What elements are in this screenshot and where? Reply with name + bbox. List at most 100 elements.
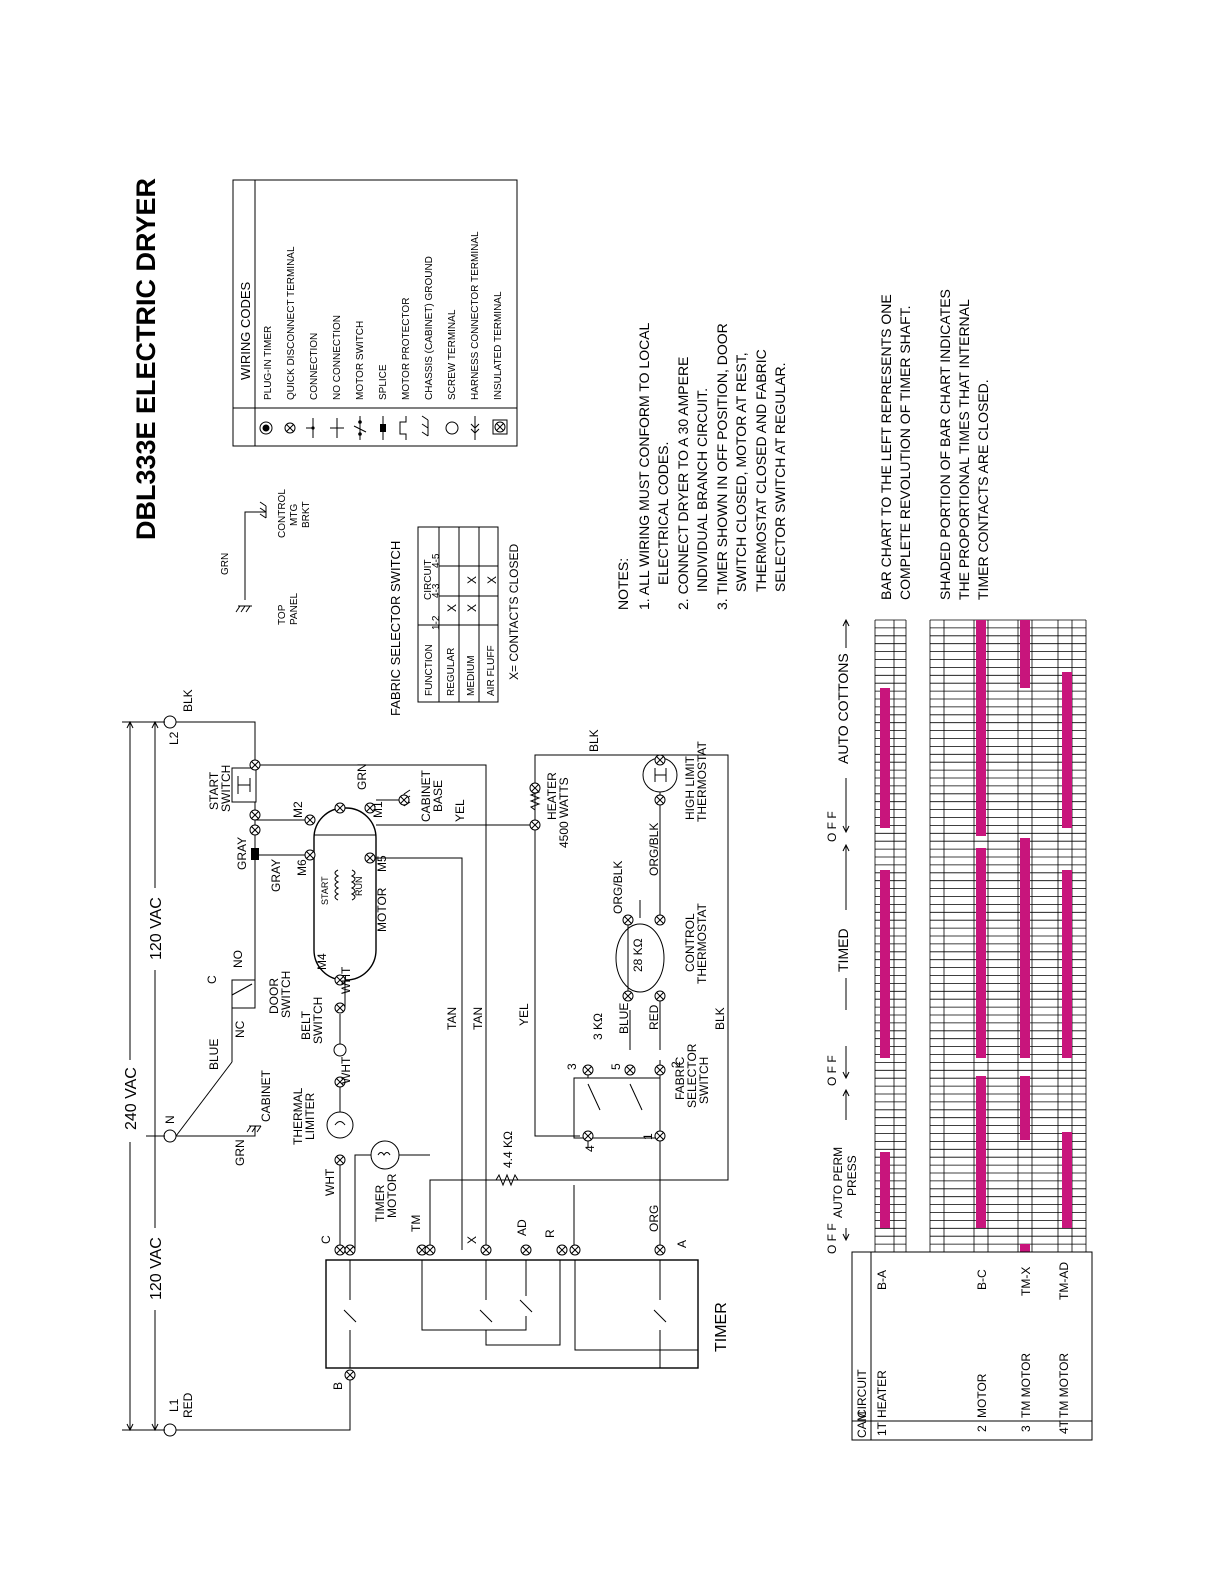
bar-row-4-circuit: MOTOR <box>975 1373 989 1418</box>
note-line-1: 1. ALL WIRING MUST CONFORM TO LOCAL <box>636 322 652 610</box>
quick-disconnect-terminal <box>520 1244 532 1256</box>
fabric-table-title: FABRIC SELECTOR SWITCH <box>388 541 403 716</box>
timer-contact-closed-bar <box>1020 620 1030 688</box>
wire-org-blk-2: ORG/BLK <box>611 861 625 914</box>
bar-note-line-1: BAR CHART TO THE LEFT REPRESENTS ONE <box>878 294 894 600</box>
fabric-selector-table: FABRIC SELECTOR SWITCH FUNCTION CIRCUIT … <box>388 526 521 716</box>
motor-label: MOTOR <box>375 887 389 932</box>
fabric-switch-label-1: FABRIC <box>673 1056 687 1100</box>
bar-header-cam: CAM <box>855 1411 869 1438</box>
resistor-44k-label: 4.4 KΩ <box>501 1131 515 1168</box>
wire-wht-timer: WHT <box>323 1168 337 1196</box>
fabric-terminal-2: 2 <box>669 1061 683 1068</box>
no-connection-icon <box>330 418 344 438</box>
bar-row-5-contacts: TM-X <box>1019 1267 1033 1296</box>
timer-contact-closed-bar <box>880 870 890 1058</box>
wire-blue-fabric: BLUE <box>617 1003 631 1034</box>
timer-motor <box>370 1140 400 1170</box>
legend-label-splice: SPLICE <box>378 364 389 400</box>
voltage-120-left: 120 VAC <box>148 1237 165 1300</box>
fabric-col-1-2: 1-2 <box>431 615 442 630</box>
thermal-limiter-label-1: THERMAL <box>291 1087 305 1145</box>
quick-disconnect-terminal <box>334 1002 346 1014</box>
fabric-selector-switch <box>573 1077 661 1139</box>
quick-disconnect-terminal <box>249 824 261 836</box>
notes-block: NOTES: 1. ALL WIRING MUST CONFORM TO LOC… <box>615 322 788 610</box>
legend-label-screw-terminal: SCREW TERMINAL <box>447 309 458 400</box>
wiring-codes-legend: WIRING CODES PLUG-IN TIMER QUICK DISCONN… <box>232 179 518 447</box>
bar-note-line-4: THE PROPORTIONAL TIMES THAT INTERNAL <box>956 299 972 600</box>
fabric-terminal-4: 4 <box>583 1145 597 1152</box>
quick-disconnect-terminal <box>249 809 261 821</box>
wire-tan-2: TAN <box>471 1007 485 1030</box>
quick-disconnect-terminal <box>654 754 666 766</box>
quick-disconnect-terminal <box>344 1244 356 1256</box>
cabinet-ground-icon <box>246 1125 262 1133</box>
terminal-b: B <box>331 1382 345 1390</box>
bar-chart-bars <box>880 620 1072 1252</box>
bar-row-1-contacts: B-A <box>875 1270 889 1290</box>
bar-header-circuit: CIRCUIT <box>855 1369 869 1418</box>
start-switch-label-1: START <box>207 771 221 810</box>
terminal-m6: M6 <box>295 859 309 876</box>
quick-disconnect-terminal <box>364 852 376 864</box>
wiring-codes-heading: WIRING CODES <box>238 281 253 380</box>
wire-blue-supply: BLUE <box>207 1039 221 1070</box>
bar-row-6-cam: 4T <box>1057 1419 1071 1434</box>
note-line-3: 2. CONNECT DRYER TO A 30 AMPERE <box>675 357 691 610</box>
wire-wht-belt: WHT <box>339 1056 353 1084</box>
bar-header-auto-perm-1: AUTO PERM <box>831 1147 845 1218</box>
harness-connector-icon <box>470 416 480 440</box>
start-switch-label-2: SWITCH <box>219 765 233 812</box>
bracket-label-2: MTG <box>289 504 300 526</box>
quick-disconnect-terminal <box>624 1064 636 1076</box>
fabric-cell-reg-1: X <box>445 604 459 612</box>
terminal-m5: M5 <box>375 855 389 872</box>
top-panel-label-2: PANEL <box>289 593 300 625</box>
quick-disconnect-terminal <box>529 819 541 831</box>
plug-in-timer-icon <box>259 421 273 435</box>
terminal-m4: M4 <box>315 953 329 970</box>
bar-note-line-3: SHADED PORTION OF BAR CHART INDICATES <box>937 289 953 600</box>
cabinet-label: CABINET <box>259 1069 273 1122</box>
quick-disconnect-terminal <box>334 1154 346 1166</box>
legend-label-plug-in-timer: PLUG-IN TIMER <box>263 326 274 400</box>
timer-contact-closed-bar <box>1020 1076 1030 1140</box>
bracket-label-1: CONTROL <box>277 489 288 538</box>
door-c: C <box>205 975 219 984</box>
wire-tan-1: TAN <box>445 1007 459 1030</box>
resistor-28k-label: 28 KΩ <box>631 938 645 972</box>
voltage-120-right: 120 VAC <box>148 897 165 960</box>
l2-label: L2 <box>167 731 181 745</box>
wire-org-blk-1: ORG/BLK <box>647 823 661 876</box>
bar-header-off-3: O F F <box>825 811 839 842</box>
quick-disconnect-terminal <box>582 1130 594 1142</box>
bar-row-4-contacts: B-C <box>975 1269 989 1290</box>
wire-grn-supply: GRN <box>233 1139 247 1166</box>
timer-contact-closed-bar <box>976 620 986 836</box>
bar-header-off-1: O F F <box>825 1223 839 1254</box>
quick-disconnect-terminal <box>654 1244 666 1256</box>
door-switch-label-2: SWITCH <box>279 971 293 1018</box>
motor-switch-icon <box>353 416 367 440</box>
door-no: NO <box>231 950 245 968</box>
timer-contact-closed-bar <box>1062 870 1072 1058</box>
fabric-row-air-fluff: AIR FLUFF <box>486 645 497 696</box>
l2-terminal <box>163 715 177 729</box>
timer-contact-closed-bar <box>880 1152 890 1228</box>
quick-disconnect-terminal <box>334 1244 346 1256</box>
quick-disconnect-terminal <box>424 1244 436 1256</box>
quick-disconnect-terminal <box>654 794 666 806</box>
terminal-m1: M1 <box>371 801 385 818</box>
door-nc: NC <box>233 1020 247 1038</box>
quick-disconnect-terminal <box>529 782 541 794</box>
supply-terminals: L1 RED N L2 BLK <box>163 689 195 1437</box>
control-thermostat-label-2: THERMOSTAT <box>695 902 709 984</box>
bar-row-6-circuit: TM MOTOR <box>1057 1353 1071 1418</box>
n-terminal <box>163 1129 177 1143</box>
legend-label-motor-protector: MOTOR PROTECTOR <box>401 298 412 400</box>
timer-contact-closed-bar <box>976 1076 986 1228</box>
fabric-function-header: FUNCTION <box>424 644 435 696</box>
high-limit-label-1: HIGH LIMIT <box>683 755 697 820</box>
wire-blk-1: BLK <box>587 729 601 752</box>
